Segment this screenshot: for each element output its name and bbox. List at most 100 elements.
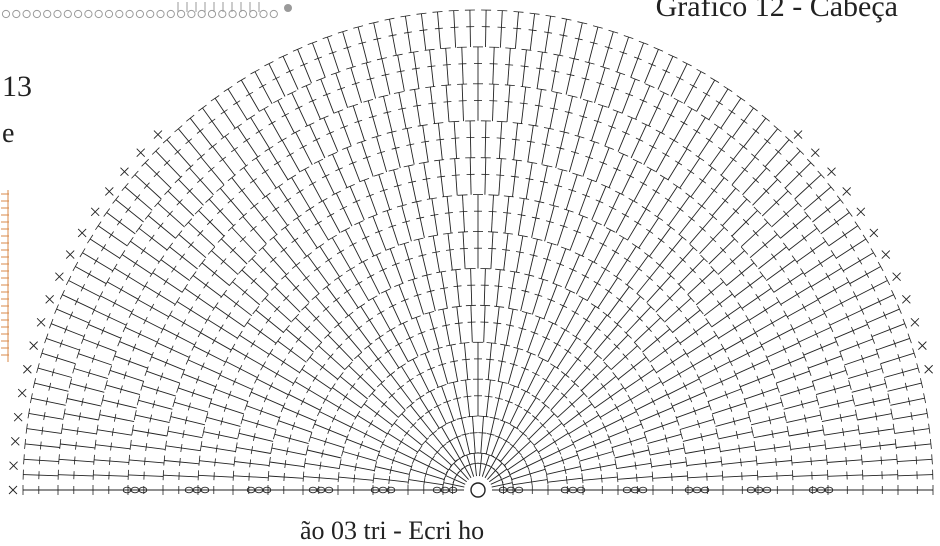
stitch-cap xyxy=(307,353,313,361)
stitch-post xyxy=(486,418,494,454)
stitch-cap xyxy=(496,158,506,159)
stitch-post xyxy=(497,270,501,307)
stitch-post xyxy=(198,475,233,477)
stitch-cap xyxy=(198,328,203,337)
stitch-post xyxy=(693,348,724,366)
stitch-cap xyxy=(643,353,649,361)
stitch-post xyxy=(557,393,584,417)
stitch-bar xyxy=(881,457,882,465)
stitch-post xyxy=(758,247,786,269)
stitch-post xyxy=(721,147,743,176)
stitch-post xyxy=(685,447,720,453)
stitch-post xyxy=(171,417,205,425)
stitch-post xyxy=(767,343,799,358)
stitch-post xyxy=(650,448,684,455)
stitch-post xyxy=(786,415,820,423)
stitch-cap xyxy=(497,121,507,122)
stitch-cap xyxy=(118,337,122,346)
stitch-bar xyxy=(669,247,675,252)
stitch-post xyxy=(247,323,276,344)
stitch-bar xyxy=(444,102,452,103)
stitch-post xyxy=(824,296,855,312)
stitch-bar xyxy=(281,359,285,366)
stitch-cap xyxy=(302,84,311,88)
stitch-post xyxy=(784,400,818,409)
stitch-post xyxy=(90,239,120,258)
stitch-post xyxy=(410,405,433,433)
stitch-bar xyxy=(913,427,914,435)
stitch-cap xyxy=(60,290,64,299)
stitch-post xyxy=(156,151,181,177)
stitch-cap xyxy=(95,222,101,230)
stitch-post xyxy=(755,315,786,333)
stitch-post xyxy=(680,158,700,188)
stitch-post xyxy=(433,434,456,462)
stitch-cap xyxy=(584,343,592,349)
stitch-bar xyxy=(221,110,228,115)
stitch-cap xyxy=(688,106,697,111)
stitch-post xyxy=(282,140,300,172)
stitch-post xyxy=(840,339,873,352)
stitch-post xyxy=(576,262,592,295)
stitch-cap xyxy=(449,10,459,11)
stitch-post xyxy=(628,209,647,240)
stitch-post xyxy=(775,151,800,177)
stitch-bar xyxy=(770,319,774,326)
stitch-post xyxy=(439,160,443,197)
stitch-post xyxy=(766,260,795,281)
stitch-post xyxy=(609,154,624,188)
stitch-cap xyxy=(619,152,628,156)
stitch-cap xyxy=(668,54,677,58)
stitch-bar xyxy=(234,301,239,307)
stitch-bar xyxy=(110,457,111,465)
stitch-post xyxy=(505,196,509,233)
stitch-post xyxy=(135,415,169,423)
stitch-post xyxy=(394,170,403,206)
stitch-bar xyxy=(616,297,622,302)
stitch-cap xyxy=(164,456,165,466)
stitch-post xyxy=(797,241,826,262)
stitch-bar xyxy=(609,206,616,210)
stitch-post xyxy=(688,476,723,478)
stitch-post xyxy=(129,460,164,463)
stitch-post xyxy=(145,286,175,305)
stitch-post xyxy=(507,450,536,470)
stitch-post xyxy=(592,186,606,220)
stitch-post xyxy=(252,259,277,285)
stitch-cap xyxy=(571,440,575,449)
stitch-bar xyxy=(281,247,287,252)
stitch-cap xyxy=(797,338,801,347)
stitch-cap xyxy=(158,256,164,264)
stitch-cap xyxy=(323,284,331,290)
stitch-post xyxy=(700,228,725,254)
stitch-post xyxy=(639,218,659,248)
stitch-bar xyxy=(703,92,710,96)
stitch-post xyxy=(484,269,485,306)
stitch-bar xyxy=(670,460,671,468)
stitch-cap xyxy=(250,203,258,209)
stitch-post xyxy=(702,178,724,206)
stitch-bar xyxy=(582,275,589,279)
stitch-cap xyxy=(671,403,675,412)
stitch-cap xyxy=(192,342,197,351)
stitch-post xyxy=(379,175,390,210)
stitch-post xyxy=(409,480,444,485)
stitch-cap xyxy=(380,440,384,449)
stitch-cap xyxy=(317,407,321,416)
stitch-post xyxy=(583,142,595,177)
stitch-bar xyxy=(748,282,753,288)
stitch-post xyxy=(306,86,320,120)
stitch-bar xyxy=(250,179,257,184)
stitch-bar xyxy=(811,457,812,465)
stitch-bar xyxy=(427,463,431,470)
stitch-cap xyxy=(784,311,789,320)
stitch-post xyxy=(538,323,553,356)
stitch-post xyxy=(421,14,425,51)
stitch-post xyxy=(107,282,138,299)
stitch-bar xyxy=(212,337,216,344)
stitch-post xyxy=(163,329,194,345)
stitch-post xyxy=(310,437,344,448)
stitch-post xyxy=(265,298,292,322)
stitch-bar xyxy=(486,359,494,360)
stitch-post xyxy=(387,211,398,246)
